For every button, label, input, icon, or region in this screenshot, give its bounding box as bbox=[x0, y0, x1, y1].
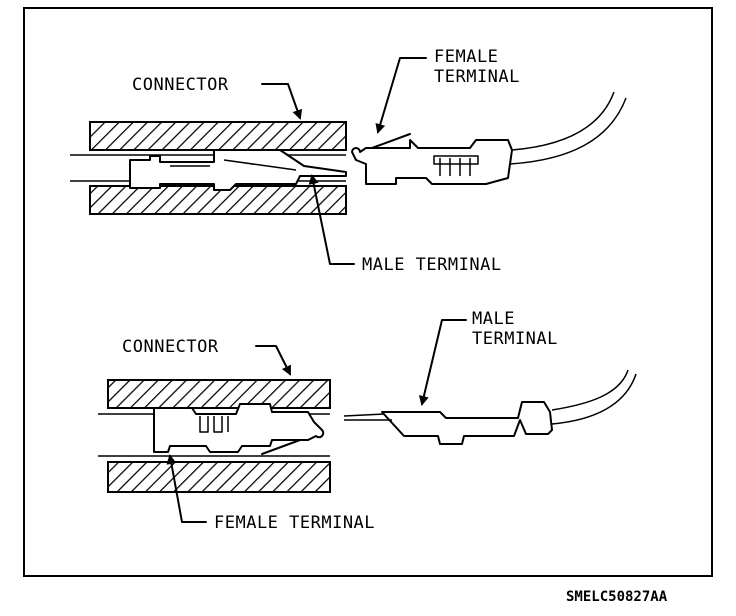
top-female-leader bbox=[375, 57, 427, 134]
bottom-male-label-line2: TERMINAL bbox=[472, 329, 558, 349]
bottom-female-terminal bbox=[153, 403, 325, 455]
bottom-view: CONNECTOR MALE TERMINAL FEMALE TERMINAL bbox=[98, 309, 637, 533]
bottom-male-label-line1: MALE bbox=[472, 309, 515, 329]
top-female-terminal bbox=[351, 91, 627, 185]
top-connector-label: CONNECTOR bbox=[132, 75, 229, 95]
top-female-label-line2: TERMINAL bbox=[434, 67, 520, 87]
bottom-male-leader bbox=[418, 319, 467, 406]
top-male-label: MALE TERMINAL bbox=[362, 255, 502, 275]
bottom-male-terminal bbox=[343, 369, 637, 445]
top-male-leader bbox=[308, 174, 355, 265]
figure-code: SMELC50827AA bbox=[566, 589, 668, 605]
bottom-female-label: FEMALE TERMINAL bbox=[214, 513, 375, 533]
top-connector-housing bbox=[70, 121, 347, 215]
bottom-connector-leader bbox=[255, 345, 291, 376]
top-female-label-line1: FEMALE bbox=[434, 47, 498, 67]
figure-frame bbox=[23, 7, 713, 577]
bottom-connector-label: CONNECTOR bbox=[122, 337, 219, 357]
top-connector-leader bbox=[261, 83, 303, 120]
bottom-connector-housing bbox=[98, 379, 331, 493]
bottom-female-leader bbox=[166, 454, 207, 523]
top-male-terminal bbox=[129, 149, 347, 191]
top-view: CONNECTOR FEMALE TERMINAL MALE TERMINAL bbox=[70, 47, 627, 275]
